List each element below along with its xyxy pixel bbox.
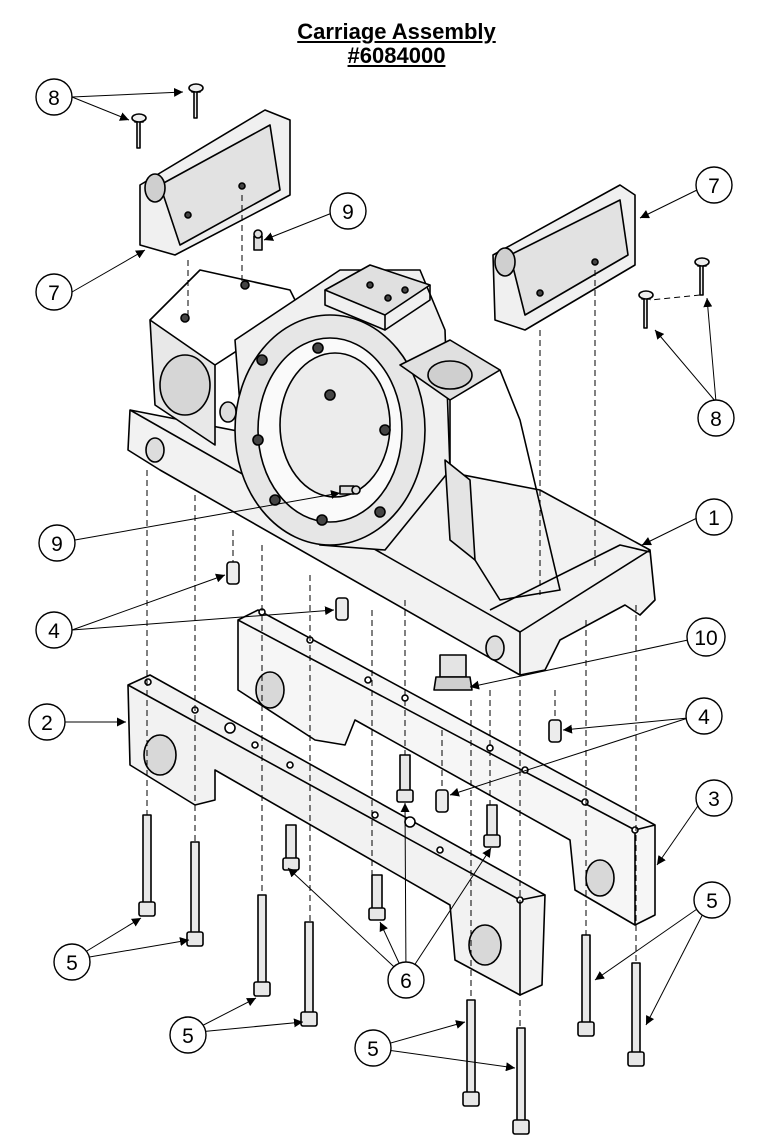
callout-label: 2 <box>41 712 53 735</box>
callout-9-left: 9 <box>38 524 76 562</box>
callout-label: 5 <box>182 1025 194 1048</box>
long-screw-parts <box>138 814 645 1135</box>
callout-label: 5 <box>66 952 78 975</box>
callout-label: 3 <box>708 788 720 811</box>
callout-label: 8 <box>48 87 60 110</box>
callout-label: 7 <box>48 282 60 305</box>
callout-3: 3 <box>695 779 733 817</box>
callout-label: 5 <box>706 890 718 913</box>
callout-label: 9 <box>51 533 63 556</box>
callout-label: 6 <box>400 970 412 993</box>
callout-5-bottom-center: 5 <box>354 1029 392 1067</box>
callout-1: 1 <box>695 498 733 536</box>
callout-8-top-left: 8 <box>35 78 73 116</box>
callout-9-top: 9 <box>329 192 367 230</box>
grease-fitting-parts <box>253 229 361 495</box>
callout-8-right: 8 <box>697 399 735 437</box>
callout-label: 5 <box>367 1038 379 1061</box>
callout-7-top-right: 7 <box>695 166 733 204</box>
callout-label: 8 <box>710 408 722 431</box>
callout-2: 2 <box>28 703 66 741</box>
dowel-pin-parts <box>226 561 562 813</box>
callout-label: 9 <box>342 201 354 224</box>
callout-4-right: 4 <box>685 697 723 735</box>
handle-left-part <box>139 109 291 256</box>
callout-7-top-left: 7 <box>35 273 73 311</box>
plug-fitting-part <box>433 654 473 691</box>
title-line-1: Carriage Assembly <box>297 19 496 44</box>
callout-label: 4 <box>48 620 60 643</box>
rear-rail-plate-part <box>237 608 656 926</box>
callout-label: 7 <box>708 175 720 198</box>
title-line-2: #6084000 <box>347 43 446 68</box>
callout-5-left: 5 <box>53 943 91 981</box>
callout-6: 6 <box>387 961 425 999</box>
handle-screw-parts <box>131 83 710 329</box>
assembly-centerlines <box>146 195 701 1028</box>
callout-label: 10 <box>694 627 717 650</box>
callout-balloons: 8 7 9 7 8 1 9 4 10 2 4 3 5 6 5 5 5 <box>28 78 735 1067</box>
callout-label: 4 <box>698 706 710 729</box>
handle-right-part <box>492 184 636 331</box>
callout-10: 10 <box>686 617 726 657</box>
callout-5-bottom-left: 5 <box>169 1016 207 1054</box>
callout-label: 1 <box>708 507 720 530</box>
carriage-body-part <box>127 264 656 676</box>
callout-4-left: 4 <box>35 611 73 649</box>
diagram-title: Carriage Assembly #6084000 <box>0 20 773 68</box>
callout-5-right: 5 <box>693 881 731 919</box>
